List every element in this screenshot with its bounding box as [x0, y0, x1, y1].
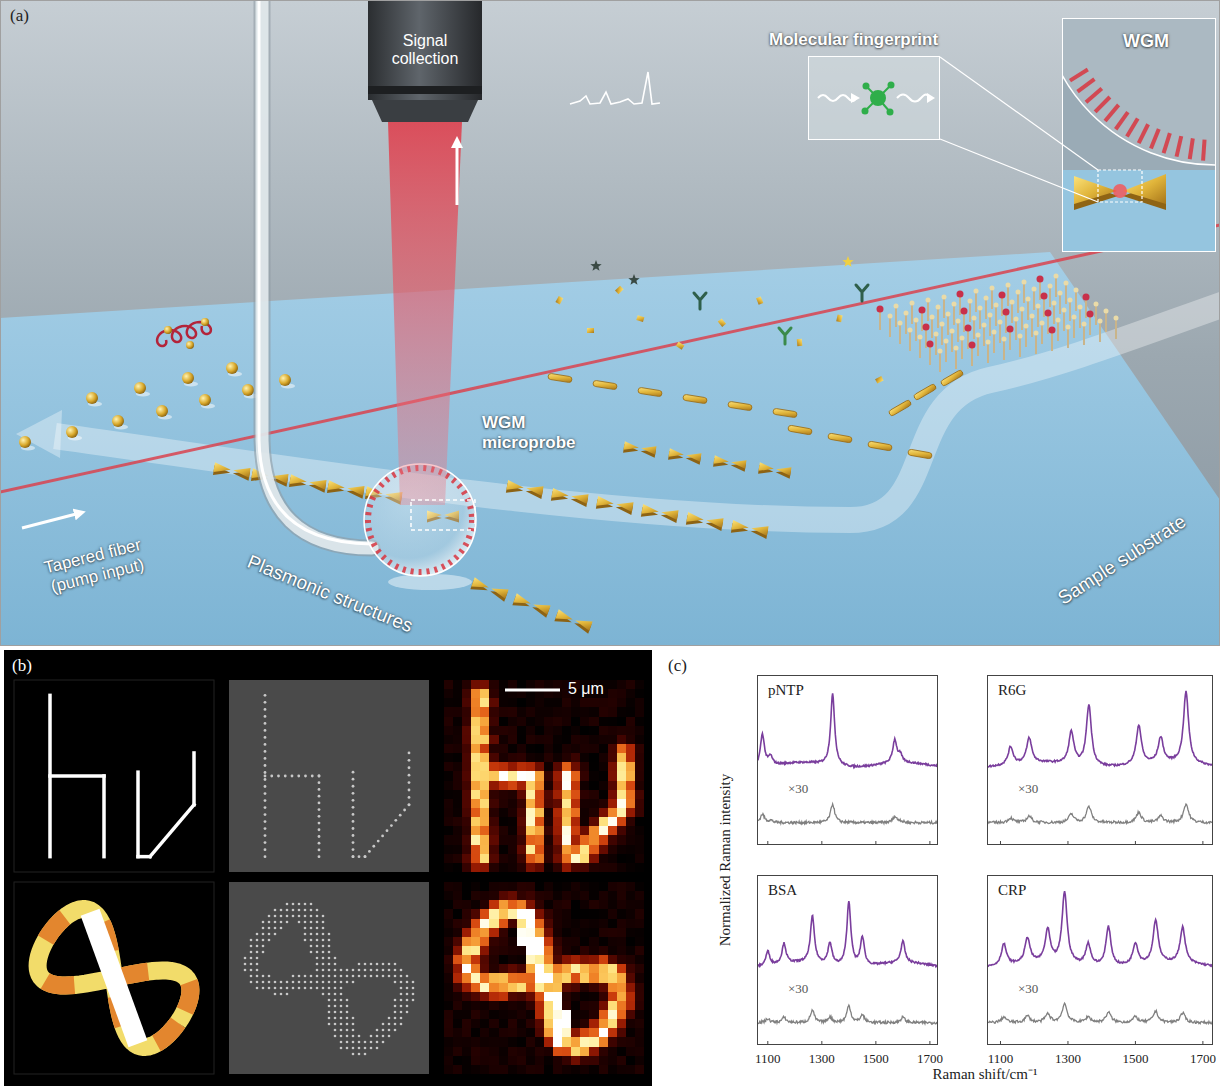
panel-a-illustration	[0, 0, 1220, 645]
pump-arrow	[22, 513, 80, 528]
bowtie-nanoantenna	[713, 455, 746, 472]
scale-factor: ×30	[1018, 982, 1038, 997]
scale-bar-label: 5 μm	[568, 680, 604, 698]
inset-ground	[808, 56, 940, 140]
protein	[157, 318, 211, 349]
inset-box: Molecular fingerprint	[808, 56, 940, 140]
tick-label: 1500	[1122, 1052, 1148, 1067]
nanopillar-array	[877, 274, 1119, 373]
bowtie-nanoantenna	[623, 441, 656, 458]
sample-name: R6G	[998, 682, 1026, 699]
bowtie-nanoantenna	[470, 577, 508, 601]
wave-arrowhead	[927, 93, 935, 103]
sample-name: CRP	[998, 882, 1026, 899]
flow-path	[55, 302, 1220, 520]
component-label: Plasmonic structures	[244, 551, 416, 637]
objective-band	[368, 86, 482, 94]
inset-box: WGM	[1062, 18, 1216, 252]
bowtie-nanoantenna	[641, 504, 679, 523]
flow-arrowhead	[16, 410, 62, 458]
tick-label: 1300	[809, 1052, 835, 1067]
enhanced-spectrum	[988, 891, 1212, 966]
reference-spectrum	[758, 1005, 937, 1024]
bowtie-nanoantenna	[668, 448, 701, 465]
incident-wave	[818, 95, 856, 101]
bowtie-nanoantenna	[758, 462, 791, 479]
spectrum-plot: CRP ×30	[987, 875, 1213, 1045]
tick-label: 1100	[988, 1052, 1014, 1067]
reference-spectrum	[988, 804, 1212, 824]
component-label: WGM microprobe	[482, 413, 594, 452]
wave-arrowhead	[851, 93, 860, 103]
background	[0, 0, 1220, 645]
tick-label: 1500	[863, 1052, 889, 1067]
spectrum-icon	[570, 72, 660, 104]
bowtie-nanoantenna	[506, 480, 544, 499]
objective-lens	[368, 0, 482, 100]
scattered-wave	[897, 95, 929, 102]
reference-spectrum	[988, 1003, 1212, 1024]
enhanced-spectrum	[758, 901, 937, 966]
enhanced-spectrum	[988, 691, 1212, 767]
scale-bar	[505, 689, 560, 692]
tick-label: 1700	[917, 1052, 943, 1067]
tapered-fiber	[262, 0, 372, 548]
bowtie-nanoantenna	[289, 474, 327, 492]
panel-frame	[1, 1, 1220, 646]
sample-name: BSA	[768, 882, 797, 899]
bowtie-nanoantenna	[731, 520, 769, 539]
zoom-leader	[940, 57, 1098, 170]
bowtie-nanoantenna	[686, 512, 724, 531]
inset-heading: Molecular fingerprint	[769, 30, 938, 50]
component-label: Sample substrate	[1054, 511, 1190, 610]
bowtie-nanoantenna	[554, 609, 592, 633]
tapered-fiber	[262, 0, 372, 548]
panel-letter: (a)	[10, 6, 29, 26]
bowtie-nanoantenna	[327, 480, 365, 498]
fiber-highlight	[259, 0, 372, 544]
bowtie-nanoantenna	[512, 593, 550, 617]
bowtie-nanoantenna	[213, 462, 251, 480]
component-label: Tapered fiber (pump input)	[27, 531, 163, 600]
tick-label: 1700	[1190, 1052, 1216, 1067]
inset-heading: WGM	[1123, 31, 1169, 52]
zoom-leader	[940, 139, 1098, 202]
component-label: Signal collection	[373, 32, 477, 69]
axis-title: Normalized Raman intensity	[717, 774, 734, 946]
scale-factor: ×30	[788, 982, 808, 997]
objective-tip	[372, 100, 478, 122]
scale-factor: ×30	[1018, 782, 1038, 797]
spectrum-plot: BSA ×30	[757, 875, 938, 1045]
sample-name: pNTP	[768, 682, 804, 699]
spectrum-plot: pNTP ×30	[757, 675, 938, 845]
bowtie-nanoantenna	[596, 496, 634, 515]
tick-label: 1100	[755, 1052, 781, 1067]
sphere-shadow	[388, 574, 472, 590]
panel-letter: (b)	[12, 656, 32, 676]
molecule	[862, 82, 895, 116]
bowtie-nanoantenna	[551, 488, 589, 507]
signal-arrow	[456, 142, 459, 205]
axis-title: Raman shift/cm⁻¹	[933, 1066, 1038, 1083]
particles	[555, 256, 883, 384]
panel-letter: (c)	[668, 656, 687, 676]
zoom-box	[411, 500, 475, 530]
spectrum-plot: R6G ×30	[987, 675, 1213, 845]
nanorods	[548, 369, 964, 459]
panel-b-images	[4, 650, 652, 1086]
reference-spectrum	[758, 804, 937, 824]
panel-c-spectra	[757, 691, 1213, 1045]
enhanced-spectrum	[758, 693, 937, 767]
scale-factor: ×30	[788, 782, 808, 797]
collection-beam	[388, 122, 462, 505]
pump-laser	[0, 225, 1220, 492]
tick-label: 1300	[1055, 1052, 1081, 1067]
wgm-inset	[1062, 18, 1216, 252]
